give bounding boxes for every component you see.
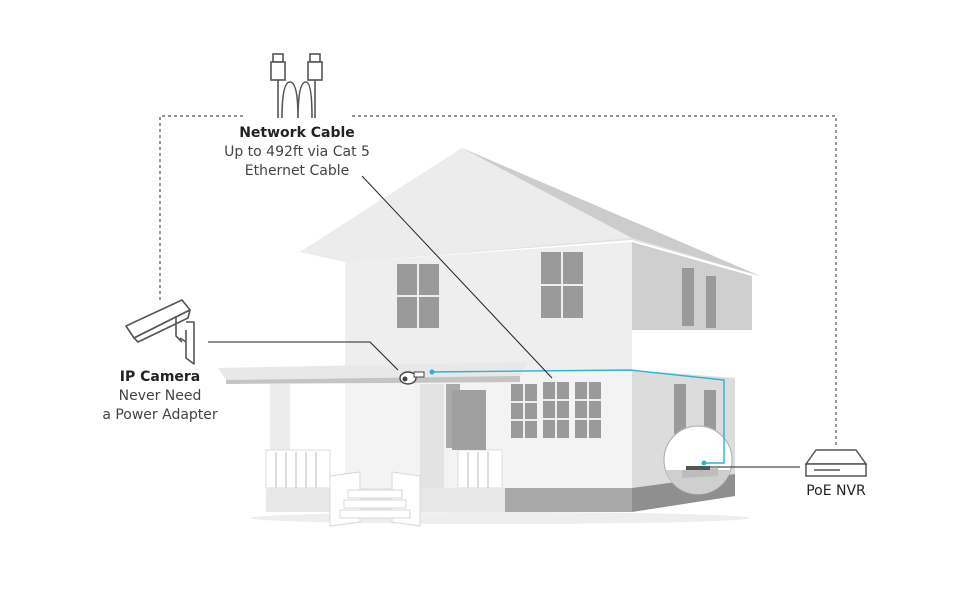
camera-leader-line [208, 341, 399, 371]
network-cable-desc-1: Up to 492ft via Cat 5 [224, 144, 370, 160]
ip-camera-title: IP Camera [119, 369, 201, 385]
network-cable-desc-2: Ethernet Cable [244, 163, 350, 179]
ip-camera-desc-2: a Power Adapter [102, 407, 218, 423]
dashed-connection-line [159, 115, 837, 448]
cable-leader-line [361, 175, 553, 379]
network-cable-title: Network Cable [239, 125, 355, 141]
house-illustration [218, 148, 760, 527]
mounted-camera-icon [399, 371, 425, 385]
ip-camera-label: IP Camera Never Need a Power Adapter [90, 368, 230, 425]
cable-endpoint-camera [429, 369, 435, 375]
network-cable-icon [270, 53, 323, 119]
cable-endpoint-nvr [701, 460, 707, 466]
nvr-title: PoE NVR [806, 483, 866, 499]
network-cable-label: Network Cable Up to 492ft via Cat 5 Ethe… [216, 124, 378, 181]
nvr-label: PoE NVR [796, 482, 876, 501]
ip-camera-icon [125, 299, 195, 365]
poe-cable-route [429, 369, 725, 464]
ip-camera-desc-1: Never Need [118, 388, 202, 404]
nvr-device-icon [804, 449, 868, 477]
